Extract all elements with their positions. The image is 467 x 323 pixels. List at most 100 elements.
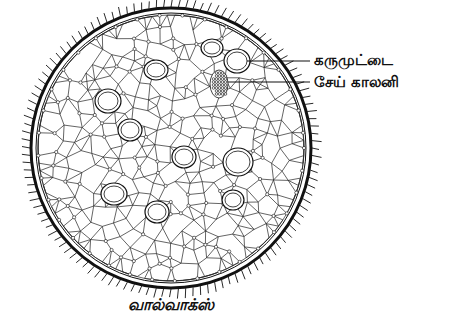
- embryo-inner: [226, 151, 250, 173]
- cell: [58, 218, 61, 221]
- part-label: சேய் காலனி: [314, 73, 399, 91]
- embryos: [95, 39, 253, 223]
- cell: [58, 198, 61, 201]
- cell: [203, 18, 206, 21]
- embryo-inner: [98, 92, 118, 110]
- daughter-cell: [218, 81, 221, 84]
- leader-line: [228, 81, 310, 82]
- cell: [132, 37, 135, 40]
- cells: [37, 14, 306, 283]
- cilia: [22, 0, 322, 299]
- cell: [156, 171, 159, 174]
- cell: [133, 156, 136, 159]
- cell: [78, 112, 81, 115]
- cell: [89, 133, 92, 136]
- cell: [73, 216, 76, 219]
- cell: [251, 149, 254, 152]
- daughter-cell: [221, 87, 224, 90]
- cell: [228, 250, 231, 253]
- daughter-cell: [221, 75, 224, 78]
- daughter-cell: [221, 78, 224, 81]
- cell: [77, 51, 80, 54]
- cell: [114, 25, 117, 28]
- cell: [151, 278, 154, 281]
- cell: [253, 127, 256, 130]
- cell: [158, 14, 161, 17]
- cell: [68, 79, 71, 82]
- cell: [62, 68, 65, 71]
- cell: [183, 245, 186, 248]
- cell: [201, 70, 204, 73]
- cell: [172, 48, 175, 51]
- embryo-inner: [147, 63, 165, 77]
- cell: [295, 191, 298, 194]
- cell: [193, 236, 196, 239]
- cell: [301, 169, 304, 172]
- cell: [88, 252, 91, 255]
- cell: [285, 212, 288, 215]
- cell: [181, 14, 184, 17]
- daughter-cell: [215, 87, 218, 90]
- part-label: கருமுட்டை: [314, 51, 393, 69]
- embryo: [222, 190, 244, 210]
- cell: [66, 204, 69, 207]
- cell: [55, 151, 58, 154]
- cell: [93, 113, 96, 116]
- cell-network: [38, 15, 304, 281]
- embryo-inner: [104, 186, 124, 202]
- cell: [164, 184, 167, 187]
- cell: [170, 267, 173, 270]
- cell: [47, 198, 50, 201]
- cell: [122, 92, 125, 95]
- daughter-cell: [212, 78, 215, 81]
- daughter-cell: [224, 93, 227, 96]
- cell: [128, 70, 131, 73]
- cell: [194, 93, 197, 96]
- embryo: [224, 49, 250, 73]
- daughter-cell: [215, 78, 218, 81]
- cell: [222, 117, 225, 120]
- cell: [53, 132, 56, 135]
- daughter-cell: [215, 90, 218, 93]
- cell: [205, 201, 208, 204]
- embryo: [172, 146, 196, 168]
- daughter-cell: [221, 84, 224, 87]
- cell: [259, 177, 262, 180]
- embryo-inner: [227, 52, 247, 70]
- cell: [219, 189, 222, 192]
- cell: [79, 81, 82, 84]
- cell: [78, 182, 81, 185]
- cell: [257, 247, 260, 250]
- cell: [225, 25, 228, 28]
- leader-line: [247, 60, 310, 61]
- colony-outline: [31, 8, 311, 288]
- cell: [94, 37, 97, 40]
- daughter-cell: [215, 72, 218, 75]
- embryo-inner: [121, 122, 139, 138]
- cell: [191, 137, 194, 140]
- cell: [173, 279, 176, 282]
- daughter-colony-outline: [210, 70, 228, 98]
- cell: [148, 267, 151, 270]
- daughter-cell: [221, 72, 224, 75]
- cell: [261, 156, 264, 159]
- cell: [238, 126, 241, 129]
- cell: [220, 37, 223, 40]
- daughter-cell: [218, 72, 221, 75]
- embryo: [201, 39, 223, 57]
- cell: [302, 146, 305, 149]
- cell: [133, 47, 136, 50]
- cell: [245, 37, 248, 40]
- cell: [214, 245, 217, 248]
- cell: [272, 231, 275, 234]
- cell: [297, 109, 300, 112]
- cell: [238, 260, 241, 263]
- daughter-cell: [215, 75, 218, 78]
- daughter-cell: [224, 78, 227, 81]
- cell: [119, 256, 122, 259]
- cell: [210, 114, 213, 117]
- cell: [42, 109, 45, 112]
- cell: [104, 239, 107, 242]
- cell: [302, 131, 305, 134]
